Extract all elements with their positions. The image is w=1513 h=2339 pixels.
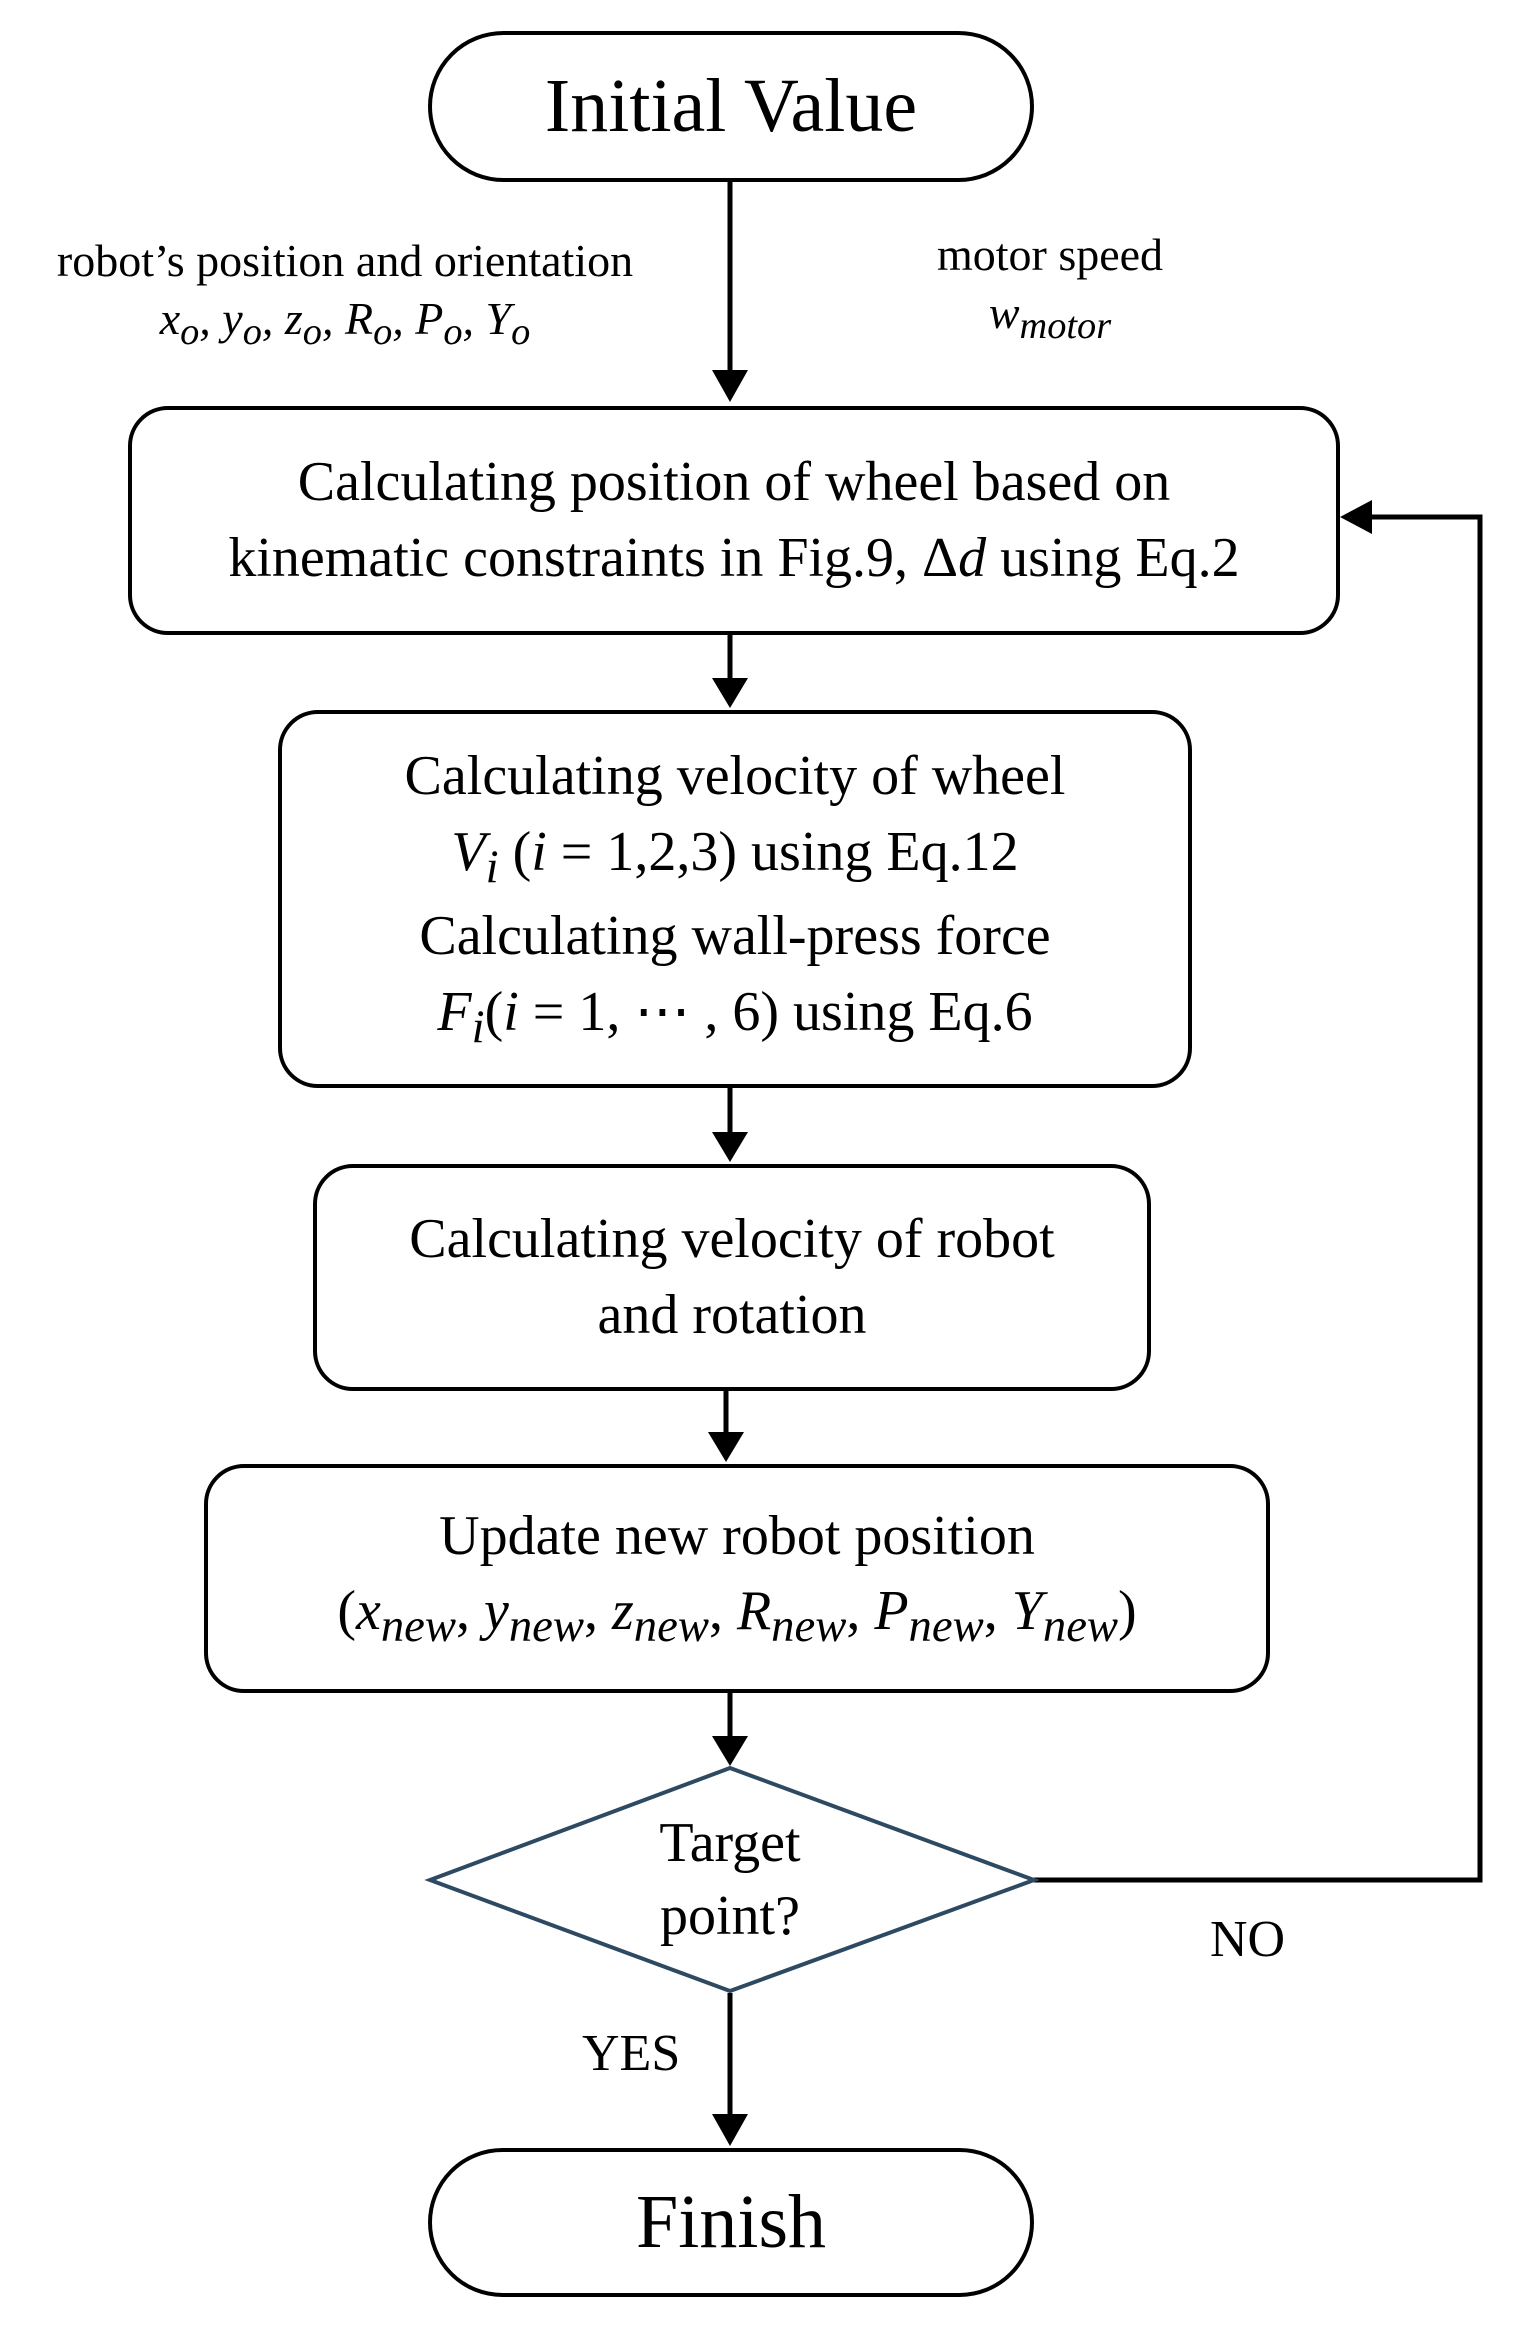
motor-speed-input-label: motor speed wmotor: [880, 226, 1220, 351]
wall-press-force-line-2: Fi(i = 1, ⋯ , 6) using Eq.6: [437, 980, 1033, 1053]
initial-pose-variables: xo, yo, zo, Ro, Po, Yo: [159, 292, 531, 353]
wheel-position-step: Calculating position of wheel based on k…: [128, 406, 1340, 635]
update-position-line-1: Update new robot position: [439, 1504, 1035, 1567]
arrow-step2-to-step3: [712, 1085, 748, 1162]
arrow-step1-to-step2: [712, 632, 748, 708]
initial-pose-input-label: robot’s position and orientation xo, yo,…: [10, 232, 680, 357]
wheel-position-line-1: Calculating position of wheel based on: [297, 450, 1171, 513]
update-position-step: Update new robot position (xnew, ynew, z…: [204, 1464, 1270, 1693]
robot-velocity-line-2: and rotation: [597, 1283, 867, 1346]
initial-pose-caption: robot’s position and orientation: [56, 235, 634, 286]
arrow-no-loop-back: [1034, 500, 1483, 1883]
arrow-step4-to-decision: [712, 1690, 748, 1766]
motor-speed-caption: motor speed: [936, 229, 1164, 280]
update-position-line-2: (xnew, ynew, znew, Rnew, Pnew, Ynew): [337, 1580, 1137, 1653]
robot-velocity-step: Calculating velocity of robot and rotati…: [313, 1164, 1151, 1391]
wall-press-force-line-1: Calculating wall-press force: [419, 905, 1051, 967]
arrow-start-to-step1: [712, 182, 748, 402]
arrow-step3-to-step4: [708, 1388, 744, 1462]
finish-label: Finish: [635, 2180, 827, 2264]
robot-velocity-line-1: Calculating velocity of robot: [409, 1207, 1055, 1270]
motor-speed-variable: wmotor: [988, 286, 1112, 347]
finish-terminal: Finish: [428, 2148, 1034, 2297]
no-branch-label: NO: [1210, 1911, 1286, 1968]
start-label: Initial Value: [544, 64, 918, 148]
start-terminal: Initial Value: [428, 31, 1034, 182]
wheel-velocity-line-1: Calculating velocity of wheel: [404, 745, 1066, 808]
arrow-decision-to-end: [712, 1993, 748, 2146]
yes-branch-label: YES: [582, 2025, 681, 2082]
decision-diamond: [424, 1765, 1040, 1994]
decision-line-2: point?: [660, 1885, 800, 1947]
decision-label: Target point?: [580, 1800, 880, 1960]
wheel-velocity-force-step: Calculating velocity of wheel Vi (i = 1,…: [278, 710, 1192, 1088]
decision-line-1: Target: [659, 1812, 801, 1875]
wheel-velocity-line-2: Vi (i = 1,2,3) using Eq.12: [451, 820, 1019, 893]
wheel-position-line-2: kinematic constraints in Fig.9, Δd using…: [228, 526, 1240, 589]
